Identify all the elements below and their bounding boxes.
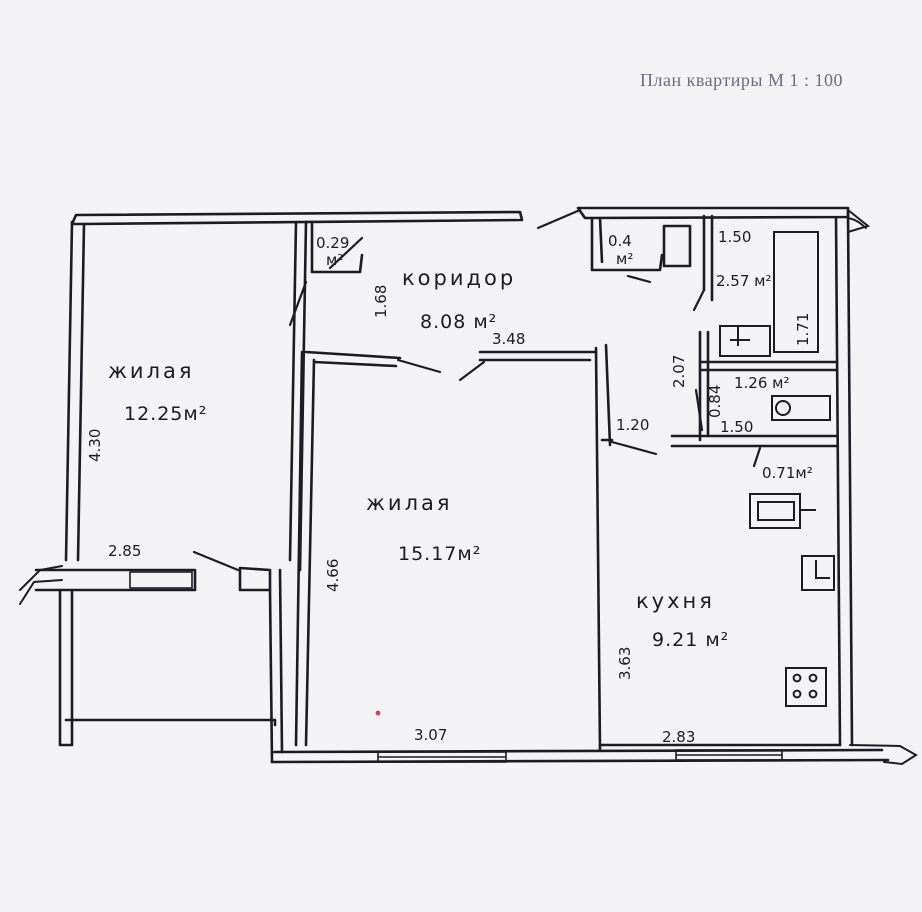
exterior-wall-left-inner — [76, 222, 86, 562]
room-label-living-center: жилая — [366, 491, 453, 515]
room-label-corridor: коридор — [402, 266, 516, 290]
bathroom-area: 2.57 м² — [716, 272, 772, 290]
balcony-wall-left — [58, 588, 74, 747]
dim-corridor-height: 1.68 — [372, 285, 390, 318]
kitchen-sink — [749, 493, 816, 529]
kitchen-cabinet — [801, 555, 835, 591]
wall-kitchen-top — [600, 434, 838, 448]
right-arrow-bottom — [849, 744, 918, 766]
wall-closet-left — [310, 220, 364, 274]
stove-burner-4 — [808, 689, 818, 699]
exterior-wall-right-inner — [834, 216, 842, 747]
dim-left-height: 4.30 — [86, 429, 104, 462]
door-kitchen — [610, 440, 658, 456]
closet-left-area: 0.29 — [316, 234, 349, 252]
left-arrow — [19, 565, 63, 605]
room-label-living-left: жилая — [108, 359, 195, 383]
balcony-door-swing — [192, 550, 240, 572]
wall-center-room-left — [294, 350, 316, 747]
closet-right-unit: м² — [616, 250, 633, 268]
closet-right-cabinet — [662, 224, 692, 268]
stove-burner-2 — [808, 673, 818, 683]
doors — [288, 208, 762, 468]
toilet-bowl — [771, 395, 831, 421]
dim-center-width: 3.07 — [414, 726, 447, 744]
door-niche — [752, 446, 762, 468]
balcony-right-wall — [268, 568, 284, 764]
door-toilet — [694, 388, 704, 432]
exterior-wall-left — [64, 220, 74, 562]
dim-toilet-height: 0.84 — [706, 385, 724, 418]
dimension-labels: 4.30 2.85 1.68 3.48 4.66 3.07 3.63 2.83 … — [86, 228, 812, 746]
dim-center-height: 4.66 — [324, 559, 342, 592]
dim-bath-corridor: 2.07 — [670, 355, 688, 388]
balcony-wall-top — [34, 568, 197, 592]
balcony-wall-bottom — [64, 718, 277, 727]
door-bathroom — [692, 288, 706, 312]
dim-left-width: 2.85 — [108, 542, 141, 560]
dim-bath-depth: 1.71 — [794, 313, 812, 346]
door-center-room-left — [396, 358, 442, 374]
wall-wc-block-left — [702, 214, 714, 302]
wall-closet-right — [590, 216, 664, 272]
stove-burner-1 — [792, 673, 802, 683]
door-center-room-right — [458, 360, 486, 382]
room-area-corridor: 8.08 м² — [420, 311, 497, 333]
exterior-wall-bottom — [270, 748, 890, 764]
balcony — [34, 550, 284, 764]
fixtures — [719, 231, 835, 707]
dim-bath-width: 1.50 — [718, 228, 751, 246]
dim-kitchen-height: 3.63 — [616, 647, 634, 680]
wall-center-room-right — [594, 343, 612, 752]
exterior-wall-top-left — [70, 210, 524, 226]
room-label-kitchen: кухня — [636, 589, 715, 613]
door-left-room — [288, 280, 308, 327]
closet-left-unit: м² — [326, 251, 343, 269]
closet-right-area: 0.4 — [608, 232, 632, 250]
dim-corridor-width: 3.48 — [492, 330, 525, 348]
balcony-window — [129, 571, 193, 589]
toilet-area: 1.26 м² — [734, 374, 790, 392]
red-dot-mark — [375, 710, 381, 716]
dim-kitchen-door: 1.20 — [616, 416, 649, 434]
door-closet-right — [626, 274, 652, 284]
room-area-living-center: 15.17м² — [398, 543, 481, 565]
wall-center-room-top-left — [304, 350, 402, 368]
dim-kitchen-width: 2.83 — [662, 728, 695, 746]
stove — [785, 667, 827, 707]
door-entrance — [536, 208, 582, 230]
exterior-wall-right-outer — [846, 210, 854, 747]
wall-bath-toilet — [698, 360, 838, 372]
room-labels: жилая 12.25м² коридор 8.08 м² жилая 15.1… — [108, 232, 813, 651]
windows — [377, 749, 783, 763]
wall-center-room-top-right — [478, 350, 598, 362]
bathroom-sink — [719, 325, 771, 357]
stove-burner-3 — [792, 689, 802, 699]
wall-left-room-right — [288, 220, 308, 572]
door-closet-left — [328, 236, 364, 270]
right-arrow-top — [847, 209, 871, 233]
room-area-living-left: 12.25м² — [124, 403, 207, 425]
bathtub — [773, 231, 819, 353]
plan-caption: План квартиры М 1 : 100 — [640, 70, 843, 90]
dim-toilet-width: 1.50 — [720, 418, 753, 436]
niche-area: 0.71м² — [762, 464, 813, 482]
balcony-divider — [238, 566, 272, 592]
exterior-walls — [19, 206, 918, 766]
room-area-kitchen: 9.21 м² — [652, 629, 729, 651]
